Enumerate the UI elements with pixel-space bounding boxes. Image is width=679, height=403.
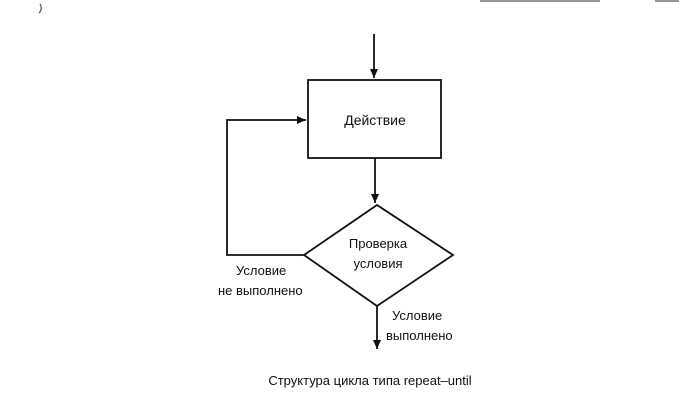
action-box-label: Действие <box>344 112 406 128</box>
condition-label-line1: Проверка <box>349 236 408 251</box>
false-branch-label-line2: не выполнено <box>218 283 303 298</box>
scan-artifacts <box>38 0 679 14</box>
false-branch-label-line1: Условие <box>236 263 286 278</box>
loop-back-arrow <box>226 116 306 256</box>
condition-label-line2: условия <box>353 256 402 271</box>
action-box <box>307 79 442 159</box>
true-branch-label-line2: выполнено <box>386 328 453 343</box>
true-branch-label-line1: Условие <box>392 308 442 323</box>
figure-caption: Структура цикла типа repeat–until <box>268 373 471 388</box>
